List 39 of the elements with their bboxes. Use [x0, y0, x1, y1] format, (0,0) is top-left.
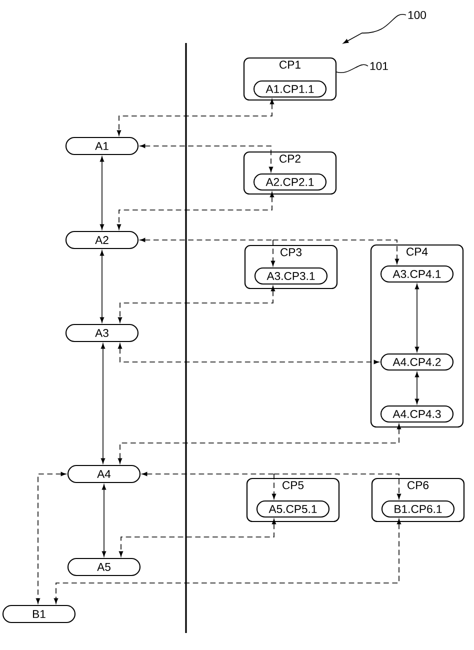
- connector-arrow: [118, 424, 402, 464]
- connector-arrow: [414, 284, 420, 352]
- inner-pill: A1.CP1.1: [253, 80, 327, 98]
- connector-arrow: [272, 240, 400, 264]
- connector-arrow: [270, 240, 276, 266]
- leader-arrow: [343, 14, 406, 44]
- reference-number: 100: [408, 11, 426, 20]
- inner-pill: A4.CP4.3: [380, 405, 454, 423]
- inner-pill: A3.CP3.1: [254, 267, 328, 285]
- connector-arrow: [118, 286, 276, 323]
- process-pill: A4: [67, 464, 141, 484]
- connector-arrow: [272, 474, 276, 500]
- connector-arrow: [140, 144, 274, 172]
- inner-pill: A5.CP5.1: [256, 500, 330, 518]
- process-pill: A3: [65, 324, 139, 342]
- process-pill: B1: [2, 604, 76, 624]
- reference-number: 101: [370, 62, 388, 70]
- connector-arrow: [100, 343, 106, 464]
- connector-arrow: [102, 484, 106, 557]
- connector-arrow: [54, 518, 402, 604]
- process-pill: A5: [67, 558, 141, 576]
- connector-arrow: [116, 192, 274, 230]
- connector-arrow: [118, 518, 276, 557]
- connector-arrow: [36, 472, 66, 604]
- process-pill: A2: [65, 230, 139, 250]
- connector-trunk: [140, 238, 274, 242]
- connector-arrow: [100, 156, 104, 230]
- leader-line: [336, 64, 368, 74]
- inner-pill: A3.CP4.1: [380, 265, 454, 283]
- inner-pill: A4.CP4.2: [380, 353, 454, 371]
- connector-arrow: [116, 98, 274, 136]
- connector-arrow: [118, 343, 380, 364]
- connector-arrow: [414, 372, 420, 404]
- process-pill: A1: [65, 136, 139, 156]
- connector-arrow: [100, 250, 104, 323]
- inner-pill: A2.CP2.1: [253, 173, 327, 191]
- connector-trunk: [142, 472, 274, 476]
- connector-arrow: [274, 474, 402, 500]
- inner-pill: B1.CP6.1: [381, 500, 455, 518]
